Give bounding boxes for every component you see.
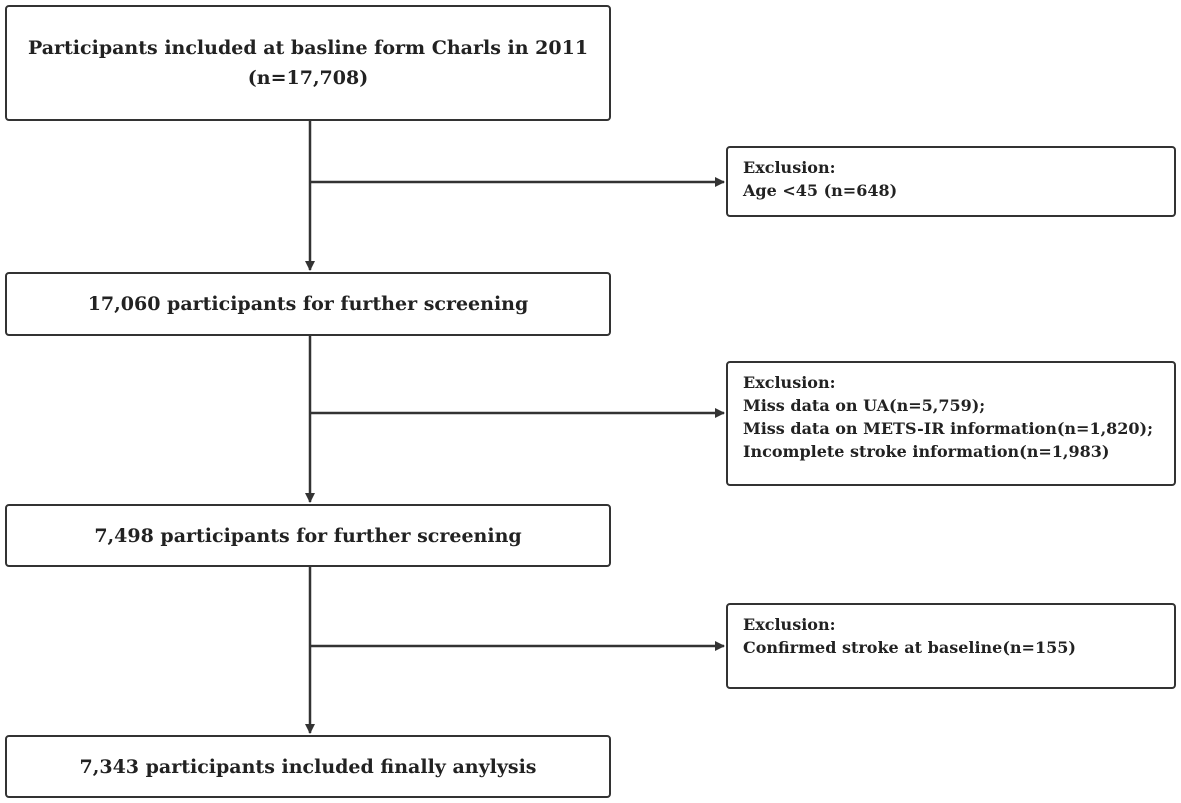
box-line: 7,343 participants included finally anyl…: [79, 755, 537, 778]
screening-step-2-box: 7,498 participants for further screening: [5, 504, 611, 567]
exclusion-heading: Exclusion:: [743, 373, 836, 392]
exclusion-item: Confirmed stroke at baseline(n=155): [743, 638, 1076, 657]
exclusion-item: Miss data on METS-IR information(n=1,820…: [743, 419, 1154, 438]
exclusion-item: Age <45 (n=648): [743, 181, 898, 200]
final-analysis-box: 7,343 participants included finally anyl…: [5, 735, 611, 798]
exclusion-heading: Exclusion:: [743, 615, 836, 634]
box-line: 17,060 participants for further screenin…: [87, 293, 529, 315]
exclusion-item: Incomplete stroke information(n=1,983): [743, 442, 1110, 461]
exclusion-item: Miss data on UA(n=5,759);: [743, 396, 986, 415]
box-line: 7,498 participants for further screening: [94, 524, 522, 547]
baseline-participants-box: Participants included at basline form Ch…: [5, 5, 611, 121]
exclusion-heading: Exclusion:: [743, 158, 836, 177]
box-line: Participants included at basline form Ch…: [27, 37, 589, 59]
box-line: (n=17,708): [247, 67, 369, 89]
screening-step-1-box: 17,060 participants for further screenin…: [5, 272, 611, 336]
exclusion-box-missing-data: Exclusion: Miss data on UA(n=5,759); Mis…: [726, 361, 1176, 486]
exclusion-box-stroke: Exclusion: Confirmed stroke at baseline(…: [726, 603, 1176, 689]
exclusion-box-age: Exclusion: Age <45 (n=648): [726, 146, 1176, 217]
